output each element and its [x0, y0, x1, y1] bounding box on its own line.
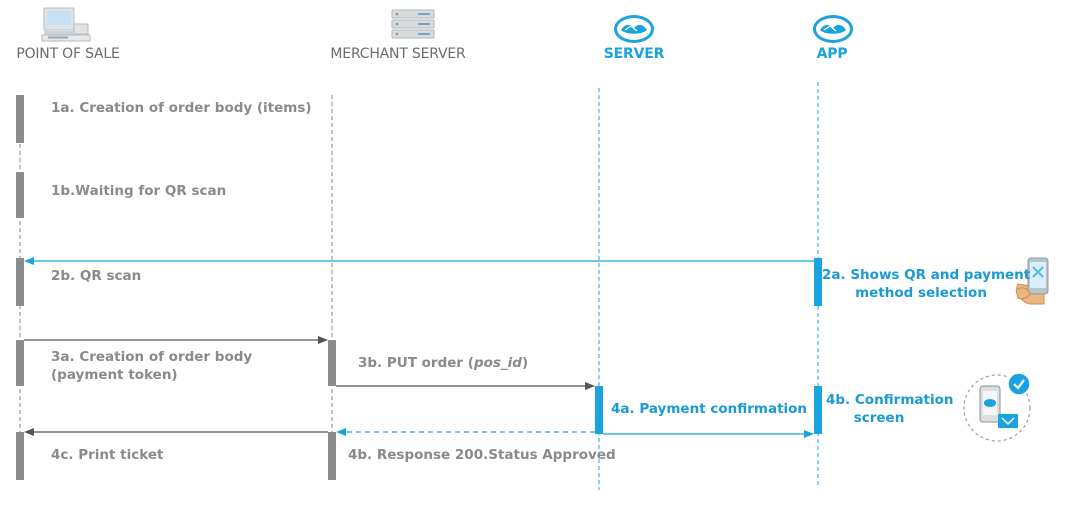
actor-server-label: SERVER [603, 46, 665, 62]
step-4b-app-line2: screen [853, 410, 905, 426]
activation-app-1 [814, 258, 822, 306]
step-4b-app-line1: 4b. Confirmation [826, 392, 954, 408]
activation-pos-5 [16, 432, 24, 480]
step-3a-line2: (payment token) [51, 367, 178, 383]
step-4a-label: 4a. Payment confirmation [611, 401, 808, 417]
step-3b-pos-id: pos_id [473, 355, 522, 371]
hand-phone-qr-icon [1015, 257, 1049, 305]
activation-merchant-2 [328, 432, 336, 480]
step-4c-label: 4c. Print ticket [51, 447, 164, 463]
step-2b-label: 2b. QR scan [51, 268, 142, 284]
step-3b-prefix: 3b. PUT order ( [358, 355, 474, 371]
server-rack-icon [391, 9, 435, 39]
pos-terminal-icon [41, 7, 91, 42]
activation-server-1 [595, 386, 603, 434]
actor-pos-label: POINT OF SALE [16, 46, 120, 62]
app-handshake-logo-icon [813, 15, 853, 43]
actor-app-label: APP [816, 46, 848, 62]
step-3a-label: 3a. Creation of order body (payment toke… [51, 348, 252, 384]
activation-pos-4 [16, 340, 24, 386]
activation-pos-3 [16, 258, 24, 306]
activation-pos-2 [16, 172, 24, 218]
activation-merchant-1 [328, 340, 336, 386]
step-4b-response-label: 4b. Response 200.Status Approved [348, 447, 616, 463]
step-3b-label: 3b. PUT order (pos_id) [358, 354, 528, 372]
step-3a-line1: 3a. Creation of order body [51, 349, 253, 365]
server-handshake-logo-icon [614, 15, 654, 43]
step-1b-label: 1b.Waiting for QR scan [51, 183, 227, 199]
step-2a-line2: method selection [855, 285, 987, 301]
step-2a-label: 2a. Shows QR and payment method selectio… [822, 266, 1031, 302]
activation-app-2 [814, 386, 822, 434]
phone-confirmation-icon [963, 372, 1031, 442]
step-4b-app-label: 4b. Confirmation screen [826, 391, 954, 427]
step-1a-label: 1a. Creation of order body (items) [51, 100, 312, 116]
step-3b-suffix: ) [521, 355, 529, 371]
actor-merchant-label: MERCHANT SERVER [330, 46, 466, 62]
activation-pos-1 [16, 95, 24, 143]
step-2a-line1: 2a. Shows QR and payment [822, 267, 1031, 283]
